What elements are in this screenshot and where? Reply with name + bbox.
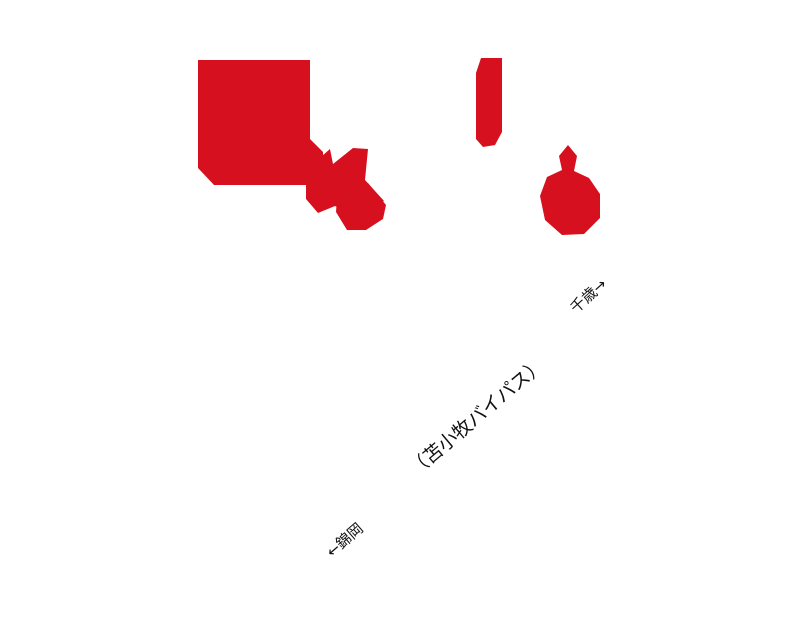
highlight-region-bulb: [540, 145, 600, 235]
highlight-region-narrow-strip: [476, 58, 502, 147]
highlight-region-small-diamond: [336, 183, 386, 230]
highlight-region-upper-block: [198, 60, 323, 185]
